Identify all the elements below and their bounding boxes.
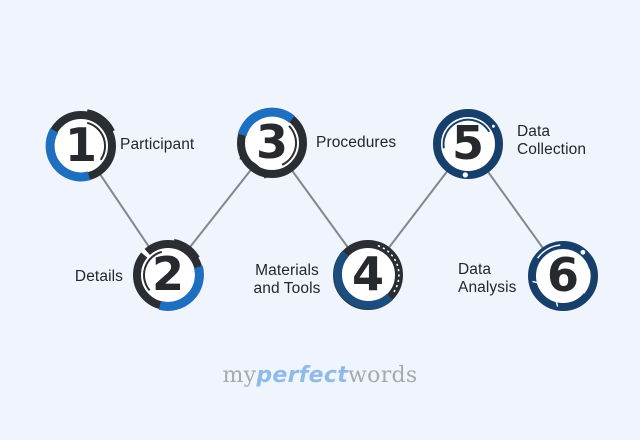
step-number: 1 <box>64 118 97 172</box>
step-number: 4 <box>351 247 384 301</box>
label-line: and Tools <box>253 279 321 297</box>
ring-highlight-arc-bottom-left <box>532 280 559 307</box>
step-circle-2 <box>133 239 204 311</box>
ring-outer-sketch-arc <box>239 156 267 179</box>
step-number: 2 <box>151 247 184 301</box>
step-circle-1 <box>45 109 116 182</box>
label-line: Data <box>458 261 492 278</box>
ring-base <box>528 241 598 311</box>
ring-inner-sketch-arc <box>281 125 298 166</box>
step-number: 6 <box>546 248 579 302</box>
label-line: Collection <box>517 141 587 158</box>
label-line: Procedures <box>316 134 397 151</box>
step-circle-6 <box>528 241 598 311</box>
step-node-3: 3 <box>227 98 317 188</box>
ring-highlight-arc-right <box>583 268 591 294</box>
step-label-details: Details <box>75 268 123 286</box>
logo-text-words: words <box>348 363 418 388</box>
logo-text-my: my <box>222 363 257 388</box>
label-line: Participant <box>120 136 195 153</box>
ring-dot <box>462 172 468 178</box>
ring-dot-small <box>491 124 495 128</box>
step-circle-3 <box>237 107 307 179</box>
ring-inner-sketch-arc <box>143 250 163 292</box>
brand-logo: myperfectwords <box>0 362 640 388</box>
ring-outer-sketch-arc <box>87 109 115 132</box>
step-label-data-analysis: Data Analysis <box>458 261 517 297</box>
ring-accent-arc <box>158 265 204 311</box>
ring-accent-arc <box>333 250 393 310</box>
step-node-4: 4 <box>323 230 413 320</box>
ring-dotted-arc <box>377 245 400 296</box>
step-node-6: 6 <box>518 231 608 321</box>
label-line: Materials <box>255 262 319 279</box>
step-label-materials-and-tools: Materials and Tools <box>227 262 347 297</box>
ring-highlight-arc-top-left <box>537 244 561 259</box>
step-node-5: 5 <box>423 99 513 189</box>
label-line: Data <box>517 123 551 140</box>
label-line: Details <box>74 268 123 285</box>
step-number: 5 <box>451 116 484 170</box>
step-node-1: 1 <box>36 101 126 191</box>
step-circle-4 <box>333 240 403 310</box>
label-line: Analysis <box>458 279 517 296</box>
ring-accent-arc <box>237 107 295 137</box>
ring-accent-arc <box>45 128 91 182</box>
step-label-procedures: Procedures <box>316 134 396 152</box>
step-label-participant: Participant <box>120 136 194 154</box>
ring-inner-sketch-arc <box>442 118 491 149</box>
ring-gap <box>140 248 151 259</box>
ring-outer-sketch-arc <box>173 239 200 258</box>
step-circle-5 <box>433 109 503 179</box>
step-number: 3 <box>255 115 288 169</box>
ring-dot <box>580 249 586 255</box>
step-node-2: 2 <box>123 230 213 320</box>
step-label-data-collection: Data Collection <box>517 123 586 159</box>
ring-base <box>433 109 503 179</box>
logo-text-perfect: perfect <box>256 363 349 388</box>
ring-inner-sketch-arc <box>86 121 107 161</box>
